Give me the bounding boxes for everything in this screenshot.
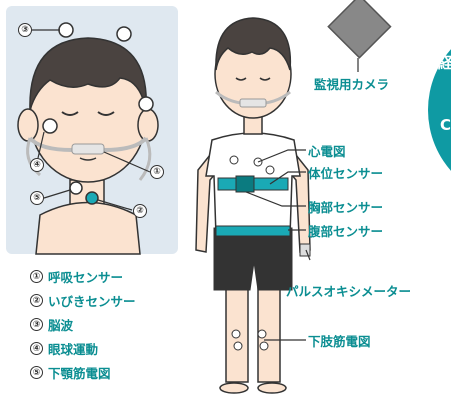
label-abdomen-sensor: 腹部センサー <box>308 224 384 239</box>
legend-item-5: ⑤ 下顎筋電図 <box>30 363 111 382</box>
legend-number: ③ <box>30 318 43 331</box>
legend-label: 脳波 <box>48 318 74 333</box>
legend-label: 下顎筋電図 <box>48 366 111 381</box>
legend-number: ⑤ <box>30 366 43 379</box>
marker-5: ⑤ <box>30 191 44 205</box>
closeup-head <box>17 22 159 255</box>
side-panel-text-top: 経 <box>438 54 451 72</box>
legend-label: 呼吸センサー <box>48 270 124 285</box>
side-panel-circle <box>428 49 451 171</box>
label-chest-sensor: 胸部センサー <box>308 200 384 215</box>
camera-icon <box>327 0 392 72</box>
callout-lines <box>245 149 311 341</box>
legend-number: ① <box>30 270 43 283</box>
legend-item-4: ④ 眼球運動 <box>30 339 98 358</box>
legend-item-2: ② いびきセンサー <box>30 291 136 310</box>
legend-label: 眼球運動 <box>48 342 99 357</box>
body-figure <box>195 17 311 394</box>
legend-item-3: ③ 脳波 <box>30 315 73 334</box>
label-camera: 監視用カメラ <box>314 77 390 92</box>
label-leg-emg: 下肢筋電図 <box>308 334 371 349</box>
legend-label: いびきセンサー <box>48 294 136 309</box>
legend-number: ④ <box>30 342 43 355</box>
marker-1: ① <box>150 165 164 179</box>
side-panel-text-mid: C <box>440 116 451 134</box>
marker-3: ③ <box>18 23 32 37</box>
label-pulse-oximeter: パルスオキシメーター <box>286 284 412 299</box>
legend-number: ② <box>30 294 43 307</box>
legend-item-1: ① 呼吸センサー <box>30 267 123 286</box>
label-ecg: 心電図 <box>308 144 346 159</box>
marker-2: ② <box>133 204 147 218</box>
label-position-sensor: 体位センサー <box>308 166 384 181</box>
marker-4: ④ <box>30 158 44 172</box>
